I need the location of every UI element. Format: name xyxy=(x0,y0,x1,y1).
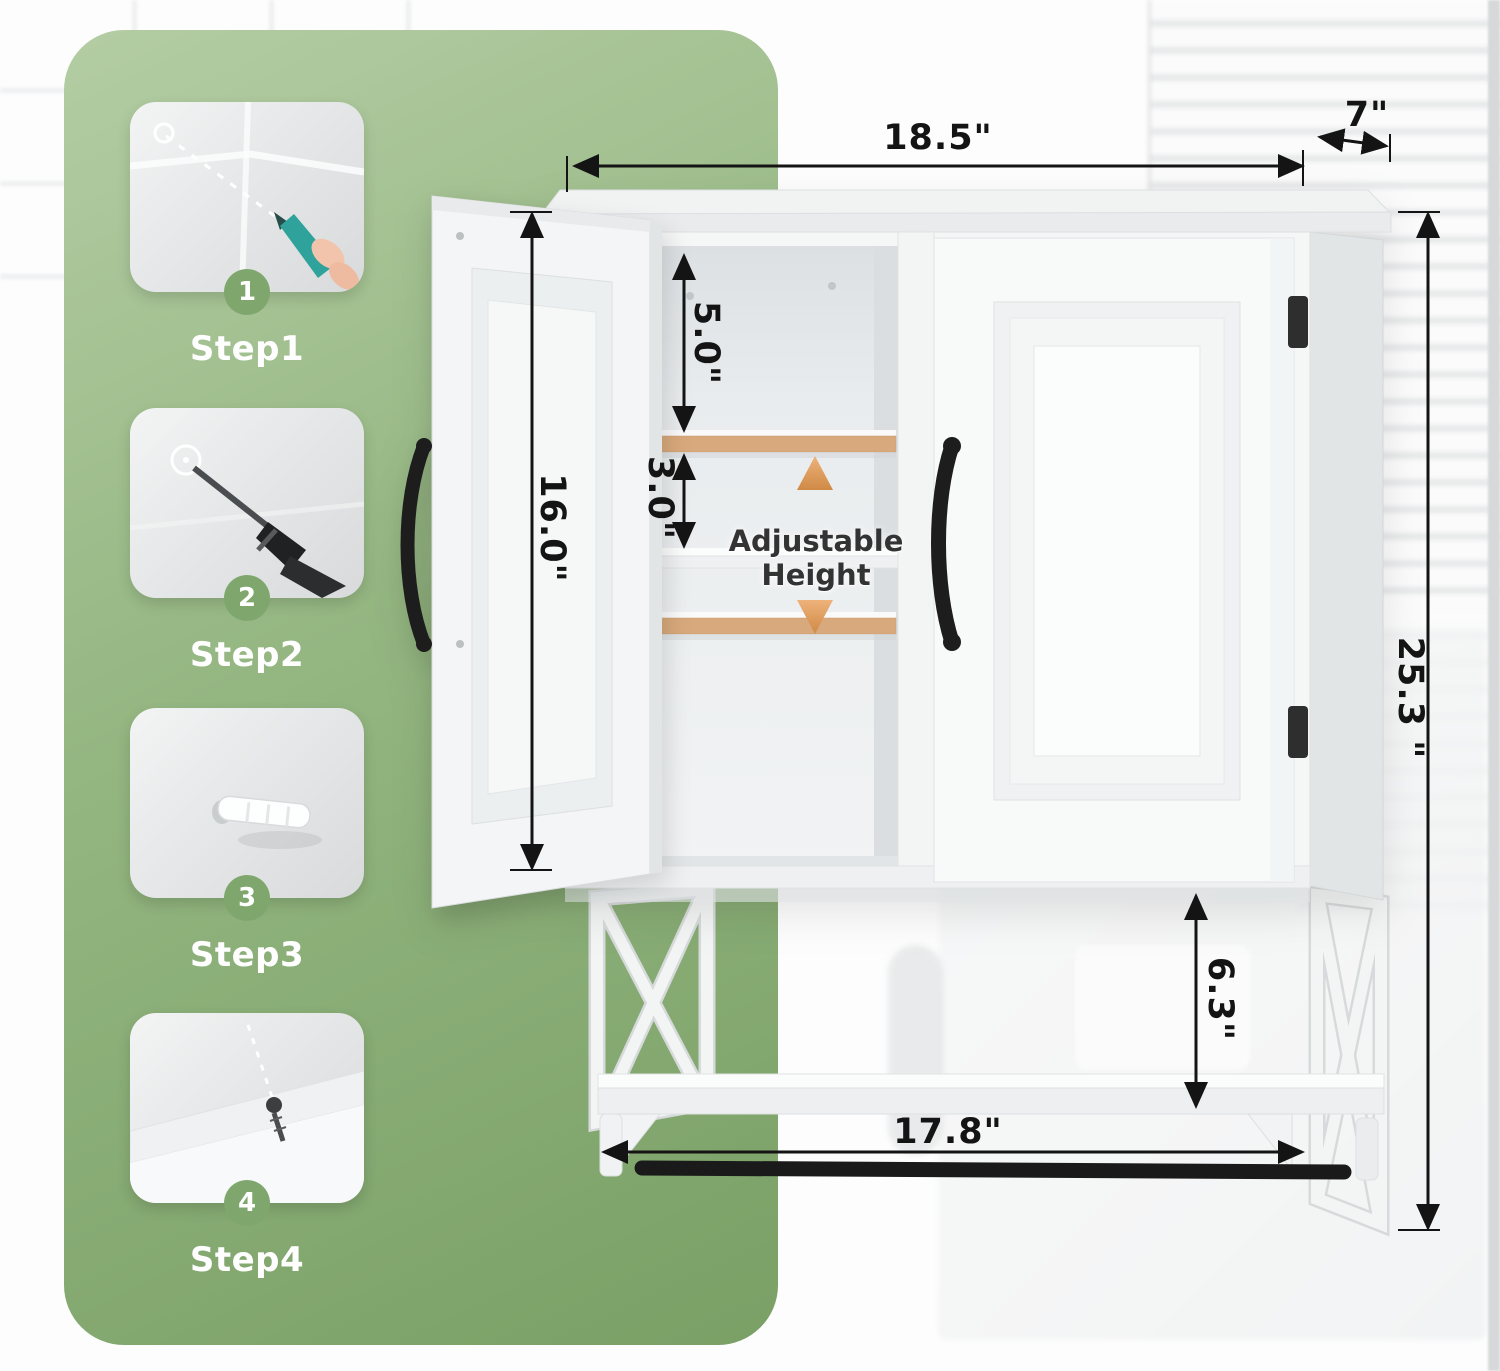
anchor-rib xyxy=(265,804,271,825)
step-2-photo xyxy=(130,408,364,598)
step-3-number-badge: 3 xyxy=(224,875,270,921)
anchor-rib xyxy=(245,802,251,823)
dimension-shelf-gap-label: 3.0" xyxy=(640,455,680,541)
step-4-label: Step4 xyxy=(189,1240,305,1280)
drill-bit-icon xyxy=(192,465,282,539)
anchor-rib xyxy=(285,806,291,827)
dim-depth-arrow xyxy=(1317,128,1389,155)
handle-foot xyxy=(416,636,432,652)
drill-target-dot xyxy=(183,457,189,463)
step-2-number-badge: 2 xyxy=(224,575,270,621)
screw-thread xyxy=(269,1116,283,1122)
board-front xyxy=(130,1105,364,1203)
adjustable-height-arrows xyxy=(797,456,833,634)
dimension-top-gap-label: 5.0" xyxy=(686,300,726,386)
center-stile xyxy=(897,231,935,887)
down-arrow-icon xyxy=(797,600,833,634)
adjustable-height-label: Adjustable Height xyxy=(728,524,904,592)
dimension-height-label: 25.3 " xyxy=(1390,636,1430,760)
shelf-2-shadow xyxy=(600,634,896,640)
handle-foot xyxy=(943,437,961,455)
lower-shelf-unit xyxy=(588,879,1390,1237)
dimension-bottom-width-label: 17.8" xyxy=(893,1112,1003,1152)
board-top xyxy=(130,1070,364,1164)
door-screw xyxy=(456,232,464,240)
towel-bar-support-right xyxy=(1355,1117,1379,1181)
step-4-screw-illustration xyxy=(130,1024,364,1203)
step-2-drill-illustration xyxy=(130,444,364,598)
hinge-icon xyxy=(1288,706,1308,758)
step-3-anchor-illustration xyxy=(212,795,322,849)
anchor-shadow xyxy=(238,831,322,849)
bottom-shelf-edge xyxy=(597,1087,1385,1115)
screw-head-icon xyxy=(266,1097,282,1113)
dimension-lower-gap-label: 6.3" xyxy=(1200,956,1240,1042)
handle-foot xyxy=(416,438,432,454)
right-bracket xyxy=(1246,1113,1293,1172)
step-4-number-badge: 4 xyxy=(224,1180,270,1226)
door-screw xyxy=(456,640,464,648)
dimension-depth-label: 7" xyxy=(1344,95,1390,135)
dimension-width-label: 18.5" xyxy=(883,118,993,158)
towel-bar-icon xyxy=(634,1160,1352,1180)
step-1-label: Step1 xyxy=(189,329,305,369)
interior-floor xyxy=(598,856,898,868)
step-4: 4 Step4 xyxy=(130,1013,364,1280)
wall-seam xyxy=(130,501,364,531)
step-2-label: Step2 xyxy=(189,635,305,675)
screw-shaft-icon xyxy=(271,1112,286,1142)
shelf-1-shadow xyxy=(600,452,896,458)
left-door-handle-icon xyxy=(400,439,431,651)
step-4-photo xyxy=(130,1013,364,1203)
bottom-shelf-top xyxy=(597,1073,1385,1089)
back-wall-screw xyxy=(828,282,836,290)
hinge-icon xyxy=(1288,296,1308,348)
right-door-handle-icon xyxy=(931,438,960,650)
open-door-thickness xyxy=(650,220,662,874)
cabinet-side-face xyxy=(1309,231,1384,901)
step-3: 3 Step3 xyxy=(130,708,364,975)
step-3-label: Step3 xyxy=(189,935,305,975)
drill-target-circle xyxy=(170,444,202,476)
handle-foot xyxy=(943,633,961,651)
screw-thread xyxy=(273,1126,287,1132)
up-arrow-icon xyxy=(797,456,833,490)
underside-shadow xyxy=(565,888,1310,902)
step-2: 2 Step2 xyxy=(130,408,364,675)
dimension-door-height-label: 16.0" xyxy=(532,473,572,583)
right-door xyxy=(931,237,1308,883)
step-3-photo xyxy=(130,708,364,898)
shelf-1-top xyxy=(600,430,896,436)
towel-bar-support-left xyxy=(599,1113,623,1177)
cabinet-top-edge xyxy=(539,211,1392,235)
drill-collar xyxy=(256,528,278,552)
drill-body-icon xyxy=(280,556,346,598)
shelf-2-top xyxy=(600,612,896,618)
white-shelf-top xyxy=(598,548,898,556)
door-raised-panel xyxy=(1033,345,1201,757)
